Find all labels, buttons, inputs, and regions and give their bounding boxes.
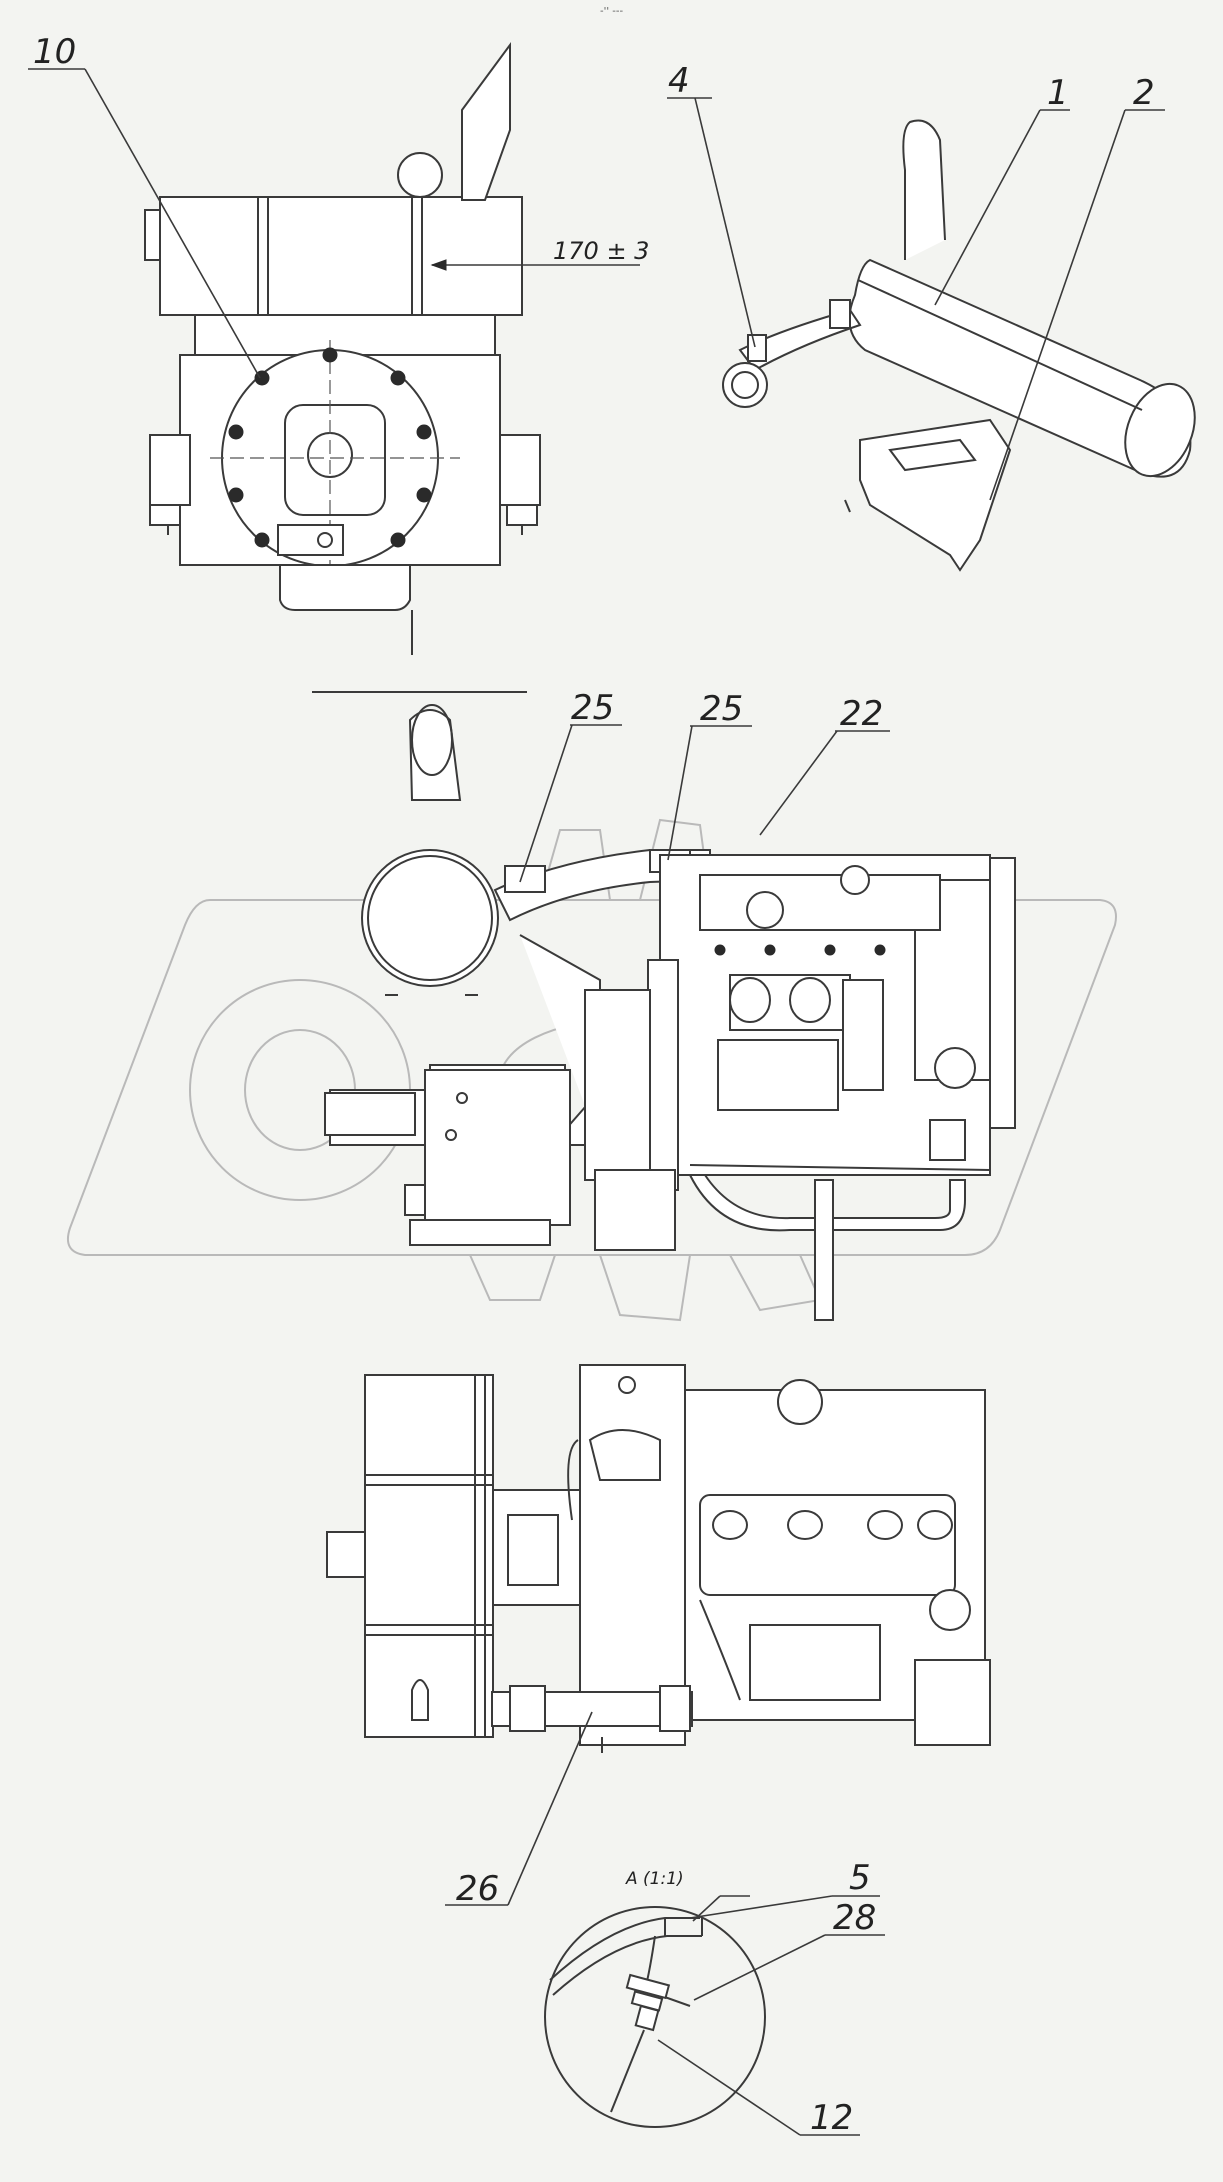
header-mark: -'' --- (600, 6, 624, 17)
callout-2: 2 (1133, 73, 1155, 113)
callout-5: 5 (849, 1858, 871, 1898)
isometric-view-exhaust: 4 1 2 (667, 61, 1196, 572)
callout-4: 4 (668, 61, 690, 101)
detail-label: A (1:1) (625, 1869, 684, 1889)
callout-25-right: 25 (700, 689, 743, 729)
top-view-engine: 26 (326, 1364, 991, 1909)
callout-12: 12 (810, 2098, 853, 2138)
callout-1: 1 (1047, 73, 1069, 113)
side-view-engine: 25 25 22 (312, 688, 1016, 1321)
callout-22: 22 (840, 694, 883, 734)
detail-view-a: A (1:1) 5 28 12 (544, 1858, 885, 2138)
callout-28: 28 (833, 1898, 876, 1938)
front-view-engine: 170 ± 3 10 (28, 32, 649, 655)
callout-10: 10 (33, 32, 76, 72)
callout-25-left: 25 (571, 688, 614, 728)
dimension-label: 170 ± 3 (553, 237, 649, 265)
callout-26: 26 (456, 1869, 499, 1909)
